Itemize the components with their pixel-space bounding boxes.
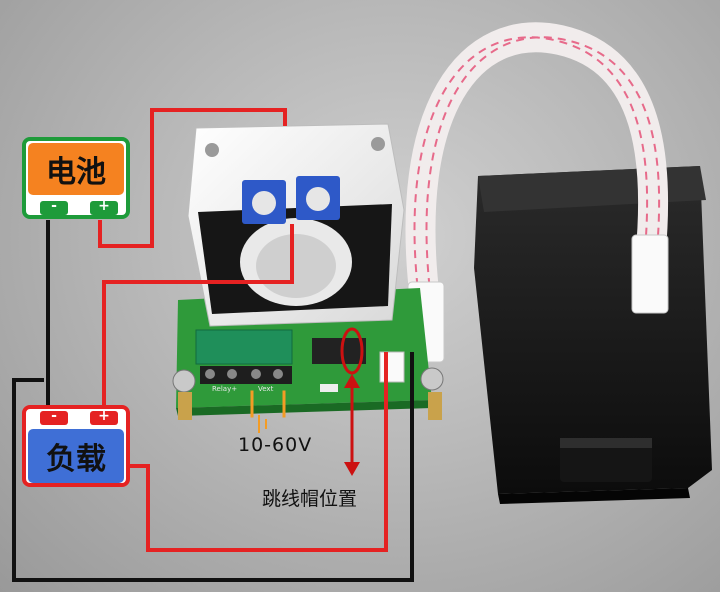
load-icon: - + 负载 [22,405,130,487]
display-meter-icon [474,166,712,504]
battery-minus-terminal: - [40,199,68,215]
battery-plus-terminal: + [90,199,118,215]
silk-relay: Relay+ [212,385,237,393]
load-minus-terminal: - [40,409,68,425]
load-label: 负载 [28,429,124,483]
silk-vext: Vext [258,385,274,393]
wires [12,108,414,582]
current-sensor-icon [187,123,405,327]
battery-label: 电池 [28,143,124,195]
load-plus-terminal: + [90,409,118,425]
voltage-label: 10-60V [238,434,313,456]
battery-icon: 电池 - + [22,137,130,219]
jumper-position-label: 跳线帽位置 [262,488,358,510]
jumper-marker-icon [340,327,364,476]
